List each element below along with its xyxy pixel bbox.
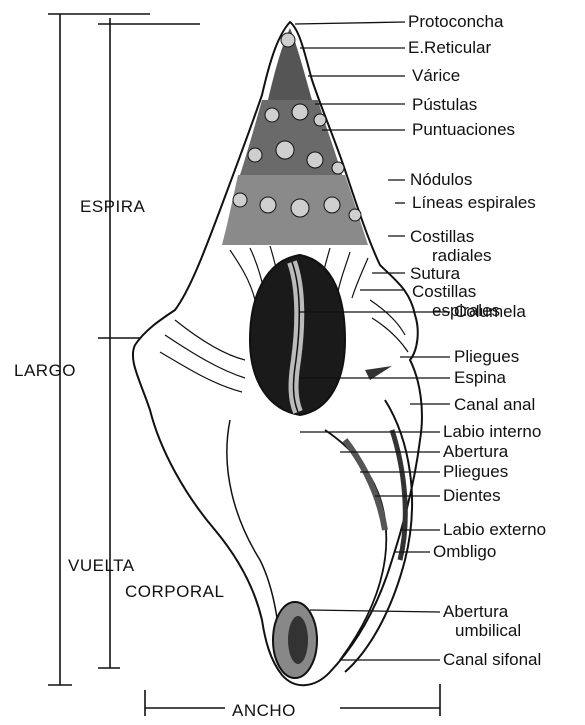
label-columela: Columela: [454, 302, 526, 321]
label-corporal: CORPORAL: [125, 582, 224, 601]
label-espina: Espina: [454, 368, 507, 387]
label-largo: LARGO: [14, 361, 76, 380]
label-canal-anal: Canal anal: [454, 395, 535, 414]
label-puntuaciones: Puntuaciones: [412, 120, 515, 139]
label-costillas-radiales-1: Costillas: [410, 227, 474, 246]
label-canal-sifonal: Canal sifonal: [443, 650, 541, 669]
label-pliegues-2: Pliegues: [443, 462, 508, 481]
label-pustulas: Pústulas: [412, 95, 477, 114]
label-lineas-espirales: Líneas espirales: [412, 193, 536, 212]
label-vuelta: VUELTA: [68, 556, 135, 575]
label-dientes: Dientes: [443, 486, 501, 505]
label-abertura: Abertura: [443, 442, 509, 461]
label-ombligo: Ombligo: [433, 542, 496, 561]
label-pliegues-1: Pliegues: [454, 347, 519, 366]
label-sutura: Sutura: [410, 264, 461, 283]
label-abertura-umbilical-2: umbilical: [455, 621, 521, 640]
label-abertura-umbilical-1: Abertura: [443, 602, 509, 621]
label-e-reticular: E.Reticular: [408, 38, 491, 57]
label-labio-interno: Labio interno: [443, 422, 541, 441]
label-nodulos: Nódulos: [410, 170, 472, 189]
label-protoconcha: Protoconcha: [408, 12, 504, 31]
label-varice: Várice: [412, 66, 460, 85]
part-labels: Protoconcha E.Reticular Várice Pústulas …: [408, 12, 546, 669]
label-costillas-espirales-1: Costillas: [412, 282, 476, 301]
label-costillas-radiales-2: radiales: [432, 246, 492, 265]
label-ancho: ANCHO: [232, 701, 296, 720]
label-espira: ESPIRA: [80, 197, 146, 216]
label-labio-externo: Labio externo: [443, 520, 546, 539]
